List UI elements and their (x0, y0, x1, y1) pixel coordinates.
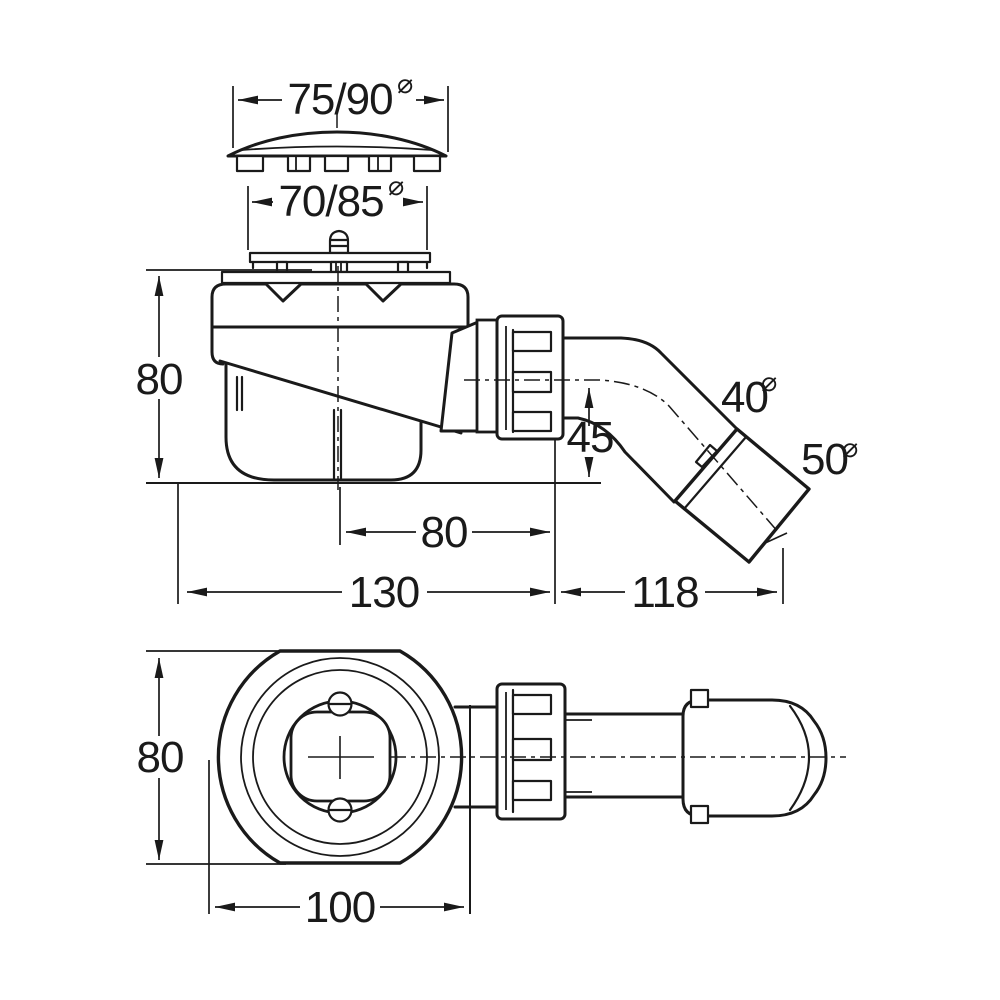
dimensions-side (146, 86, 784, 604)
dim-plate-diameter: 70/85 (278, 177, 383, 226)
body-flange (220, 270, 452, 285)
dim-trap-height: 80 (136, 355, 183, 404)
dim-outlet-drop: 45 (567, 413, 614, 462)
plan-outlet-pipe (563, 688, 828, 825)
strainer-cover (226, 130, 448, 173)
dim-outlet-reach: 118 (631, 568, 698, 617)
outlet-collar (475, 318, 499, 434)
plan-union-nut (495, 682, 567, 821)
dim-plan-width: 100 (305, 883, 375, 932)
body-bowl (224, 363, 423, 482)
dim-cover-diameter: 75/90 (287, 75, 392, 124)
trap-body (210, 270, 499, 482)
dia-symbol-40: ⌀ (761, 367, 777, 397)
plan-socket (681, 698, 828, 818)
dia-symbol-plate: ⌀ (388, 171, 404, 201)
label-socket-diameter: 50 (801, 435, 848, 484)
centerlines-side (336, 112, 788, 545)
outlet-cone (439, 320, 480, 433)
dim-plan-height: 80 (137, 733, 184, 782)
body-seam (218, 359, 463, 435)
socket-tab (694, 443, 719, 469)
side-view: 75/90 ⌀ 70/85 ⌀ 80 45 40 ⌀ 50 ⌀ 80 130 1… (136, 69, 859, 617)
body-upper (210, 282, 470, 329)
centerlines-plan (308, 736, 846, 779)
plan-view: 80 100 (137, 649, 846, 932)
plan-socket-tab-bottom (689, 804, 710, 825)
screw-head (328, 229, 350, 255)
label-outlet-pipe-diameter: 40 (721, 373, 768, 422)
dim-trap-width: 130 (349, 568, 419, 617)
dia-symbol-50: ⌀ (842, 433, 858, 463)
dimensions-plan (146, 650, 471, 914)
dia-symbol-cover: ⌀ (397, 69, 413, 99)
union-nut (495, 314, 565, 441)
plan-socket-tab-top (689, 688, 710, 709)
mounting-plate (248, 229, 432, 275)
dim-center-to-outlet: 80 (421, 508, 468, 557)
